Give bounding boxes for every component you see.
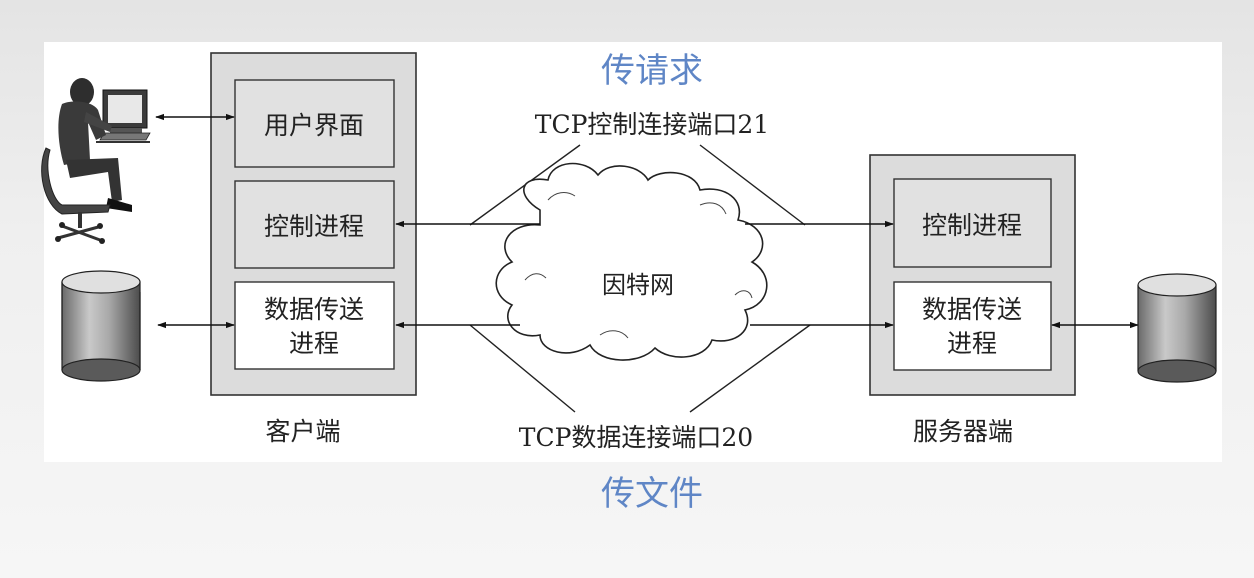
control-connection-label: TCP控制连接端口21: [535, 110, 769, 139]
server-control-label: 控制进程: [922, 211, 1022, 240]
file-annotation: 传文件: [601, 474, 703, 514]
client-control-box: [234, 180, 395, 269]
server-data-box: [893, 281, 1052, 371]
user-at-computer-icon: [41, 78, 151, 244]
server-database-icon: [1137, 273, 1217, 383]
client-ui-label: 用户界面: [264, 111, 364, 140]
client-ui-box: [234, 79, 395, 168]
arrows: [155, 113, 1139, 329]
server-title: 服务器端: [913, 417, 1013, 446]
client-title: 客户端: [265, 417, 340, 446]
client-database-icon: [61, 270, 141, 382]
internet-cloud-icon: [495, 162, 768, 361]
server-data-label-2: 进程: [947, 329, 997, 358]
server-data-label-1: 数据传送: [922, 295, 1022, 324]
request-annotation: 传请求: [601, 51, 703, 91]
data-connection-label: TCP数据连接端口20: [519, 423, 753, 452]
internet-label: 因特网: [602, 271, 674, 299]
client-data-box: [234, 281, 395, 370]
client-control-label: 控制进程: [264, 212, 364, 241]
client-data-label-2: 进程: [289, 329, 339, 358]
client-data-label-1: 数据传送: [264, 295, 364, 324]
server-control-box: [893, 178, 1052, 268]
